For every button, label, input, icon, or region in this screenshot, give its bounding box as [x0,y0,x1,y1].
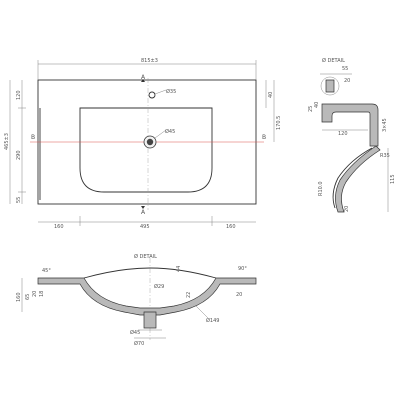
drain-dim-2: Ø70 [134,340,144,347]
bowl-outline [79,107,213,193]
front-mid-leader [195,305,209,319]
front-angle-1: 45° [42,268,51,274]
tap-hole [148,91,156,99]
curve-dim-1: R10.0 [318,181,324,196]
top-view: 815±3 A A B B Ø35 Ø45 120 465±3 290 55 4… [4,58,282,230]
front-height-1: 160 [16,292,22,302]
front-section: Ø DETAIL 160 65 20 18 45° 90° 20 44 Ø29 … [16,253,257,347]
side-section-title: Ø DETAIL [322,57,345,64]
rim-section-profile [321,103,379,147]
drain-dim-1: Ø45 [130,329,140,336]
side-dim-6: 3×45 [382,118,388,132]
front-section-title: Ø DETAIL [134,253,157,260]
section-arrow-a-top [141,79,145,82]
left-dim-4: 55 [16,197,22,203]
side-dim-2: 20 [344,78,350,84]
side-dim-4: 40 [314,102,320,108]
drain-pipe-section [143,311,157,329]
front-mid-2: Ø29 [154,283,164,290]
tap-hole-leader [154,89,167,95]
right-dim-1: 40 [268,92,274,98]
detail-circle [320,76,340,96]
section-mark-a-bottom: A [141,209,146,216]
front-angle-2: 90° [238,266,247,272]
front-angle-3: 20 [236,292,242,298]
right-dim-2: 170.5 [276,116,282,130]
side-dim-3: 25 [308,106,314,112]
left-dim-2: 465±3 [4,133,10,150]
curve-dim-4: 20 [344,206,350,212]
bottom-dim-3: 160 [226,224,236,230]
section-mark-a-top: A [141,74,146,81]
front-mid-4: 22 [186,292,192,298]
left-dim-1: 120 [16,90,22,100]
bowl-curve-profile [332,147,373,209]
section-arrow-a-bottom [141,206,145,209]
tap-hole-label: Ø35 [166,88,176,95]
bottom-dim-1: 160 [54,224,64,230]
detail-profile [325,79,335,93]
front-mid-1: 44 [176,266,182,272]
drain-hole-label: Ø45 [165,128,175,135]
side-dim-1: 55 [342,66,348,72]
front-height-4: 18 [39,291,45,297]
left-dim-3: 290 [16,150,22,160]
bottom-dim-2: 495 [140,224,150,230]
curve-dim-2: R35 [380,153,390,159]
drain-hole-inner [146,138,154,146]
section-mark-b-left: B [31,134,35,141]
side-dim-5: 120 [338,131,348,137]
front-height-3: 20 [32,291,38,297]
side-section: Ø DETAIL 55 20 25 40 120 3×45 R10.0 R35 … [308,57,396,213]
section-mark-b-right: B [262,134,266,141]
front-height-2: 65 [25,294,31,300]
overall-width-label: 815±3 [141,58,158,64]
front-wall-section [37,277,257,316]
curve-dim-3: 115 [390,174,396,184]
front-mid-3: Ø149 [206,317,219,324]
drain-hole-leader [154,129,167,139]
bowl-wall-section [335,145,381,213]
front-rim-curve [83,267,217,279]
